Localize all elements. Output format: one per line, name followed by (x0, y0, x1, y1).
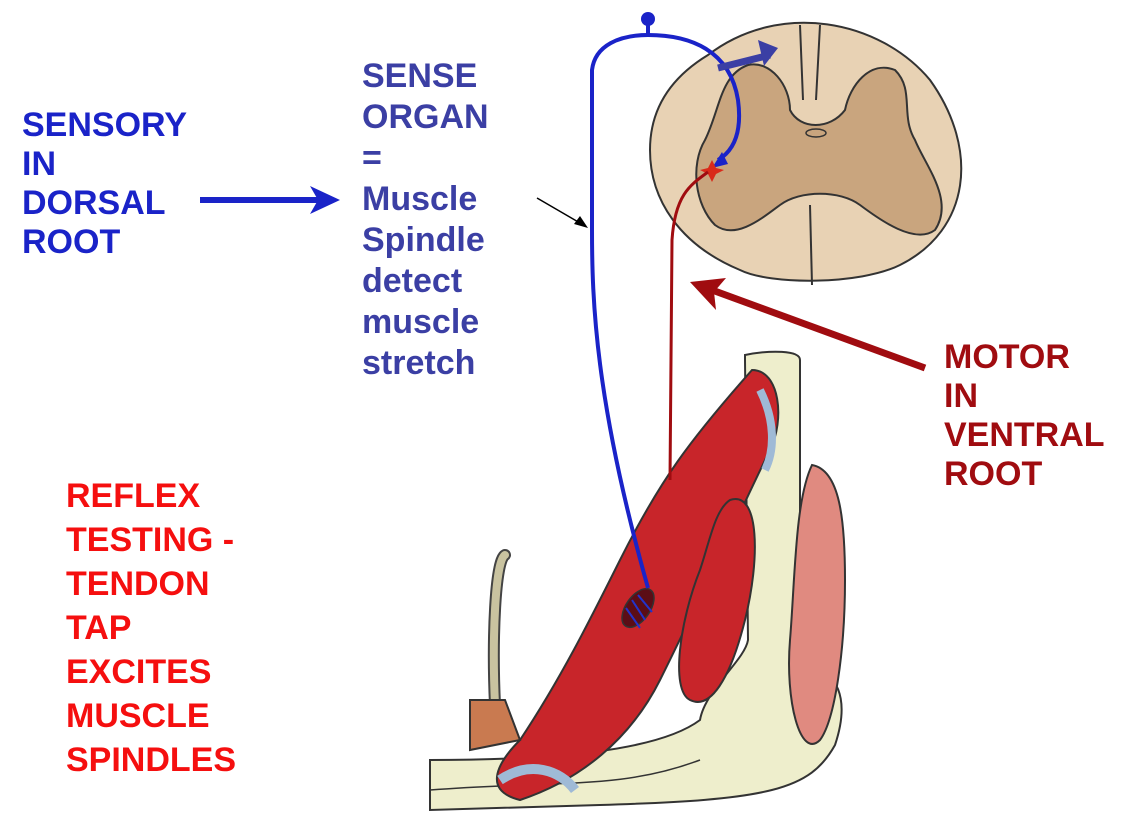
sensory-label: SENSORY IN DORSAL ROOT (22, 106, 187, 262)
spinal-cord-cross-section (650, 23, 961, 285)
sense-organ-label: SENSE ORGAN = Muscle Spindle detect musc… (362, 56, 489, 384)
pointer-arrow (537, 198, 588, 228)
sensory-arrow (200, 186, 340, 214)
reflex-hammer (470, 555, 520, 750)
reflex-testing-label: REFLEX TESTING - TENDON TAP EXCITES MUSC… (66, 474, 236, 782)
motor-label: MOTOR IN VENTRAL ROOT (944, 338, 1105, 494)
motor-arrow (690, 278, 925, 368)
